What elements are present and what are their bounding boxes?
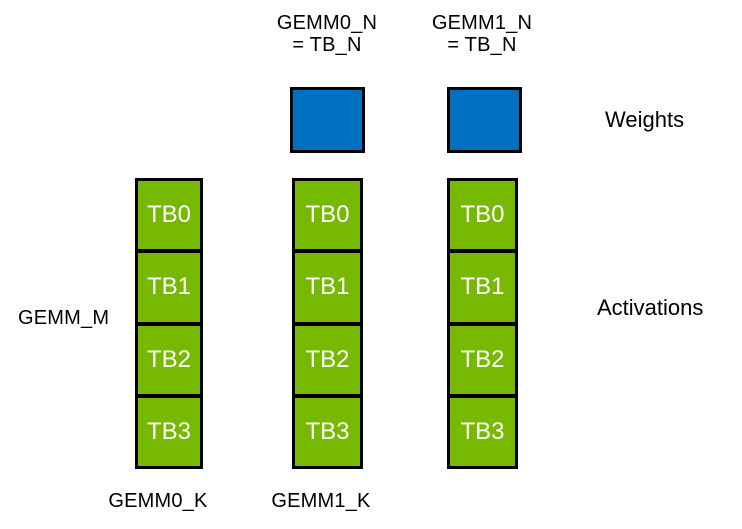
gemm1-n-label: GEMM1_N = TB_N (421, 12, 543, 56)
tb-cell: TB0 (295, 181, 360, 250)
gemm1-n-line2: = TB_N (447, 34, 517, 56)
gemm1-k-label: GEMM1_K (271, 490, 371, 512)
tb-cell: TB1 (295, 253, 360, 322)
gemm0-k-label: GEMM0_K (108, 490, 208, 512)
activations-column-2: TB0 TB1 TB2 TB3 (447, 178, 518, 469)
tb-cell: TB3 (450, 397, 515, 466)
tb-cell: TB0 (138, 181, 200, 250)
tb-cell: TB3 (138, 397, 200, 466)
tb-cell: TB1 (138, 253, 200, 322)
tb-cell: TB3 (295, 397, 360, 466)
tb-cell: TB0 (450, 181, 515, 250)
activations-column-1: TB0 TB1 TB2 TB3 (292, 178, 363, 469)
activations-label: Activations (597, 295, 704, 320)
weights-label: Weights (605, 107, 685, 132)
gemm0-n-line2: = TB_N (292, 34, 362, 56)
gemm0-n-label: GEMM0_N = TB_N (266, 12, 388, 56)
tb-cell: TB2 (295, 325, 360, 394)
tb-cell: TB2 (138, 325, 200, 394)
weights-tile-gemm0 (290, 87, 365, 153)
tb-cell: TB2 (450, 325, 515, 394)
gemm-m-label: GEMM_M (18, 307, 110, 329)
gemm1-n-line1: GEMM1_N (431, 12, 533, 34)
activations-column-0: TB0 TB1 TB2 TB3 (135, 178, 203, 469)
tb-cell: TB1 (450, 253, 515, 322)
gemm0-n-line1: GEMM0_N (276, 12, 378, 34)
weights-tile-gemm1 (447, 87, 522, 153)
